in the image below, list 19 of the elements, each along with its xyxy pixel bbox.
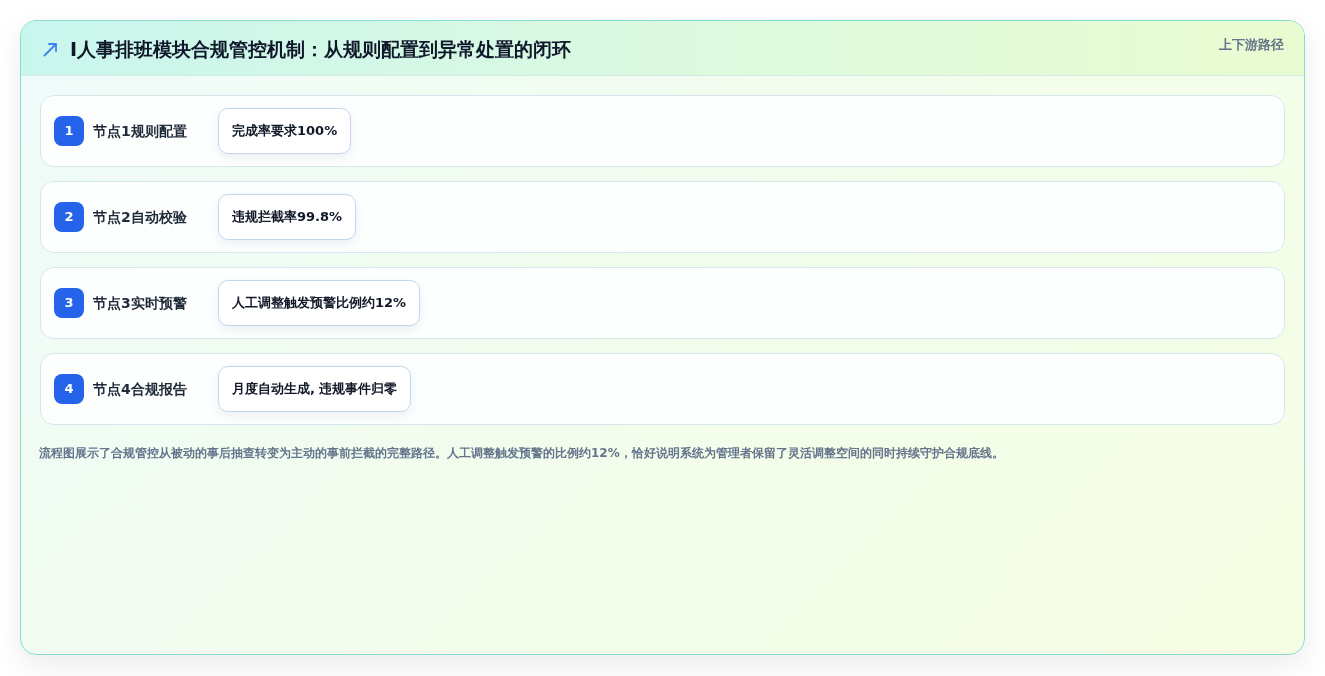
header-label: 上下游路径 [1219, 36, 1284, 54]
step-label: 节点1规则配置 [93, 122, 187, 141]
metric-chip: 人工调整触发预警比例约12% [218, 280, 421, 326]
step-card [40, 95, 1285, 167]
step-number: 3 [54, 288, 84, 318]
metric-chip: 违规拦截率99.8% [218, 194, 357, 240]
metric-chip: 月度自动生成, 违规事件归零 [218, 366, 412, 412]
step-number: 4 [54, 374, 84, 404]
step-card [40, 181, 1285, 253]
caption: 流程图展示了合规管控从被动的事后抽查转变为主动的事前拦截的完整路径。人工调整触发预警的比例约12%，恰好说明系统为管理者保留了灵活调整空间的同时持续守护合规底线。 [39, 445, 1004, 462]
step-card [40, 267, 1285, 339]
step-number: 2 [54, 202, 84, 232]
title: I人事排班模块合规管控机制：从规则配置到异常处置的闭环 [70, 37, 572, 62]
step-card [40, 353, 1285, 425]
step-label: 节点4合规报告 [93, 380, 187, 399]
metric-chip: 完成率要求100% [218, 108, 352, 154]
step-label: 节点2自动校验 [93, 208, 187, 227]
step-number: 1 [54, 116, 84, 146]
step-label: 节点3实时预警 [93, 294, 187, 313]
